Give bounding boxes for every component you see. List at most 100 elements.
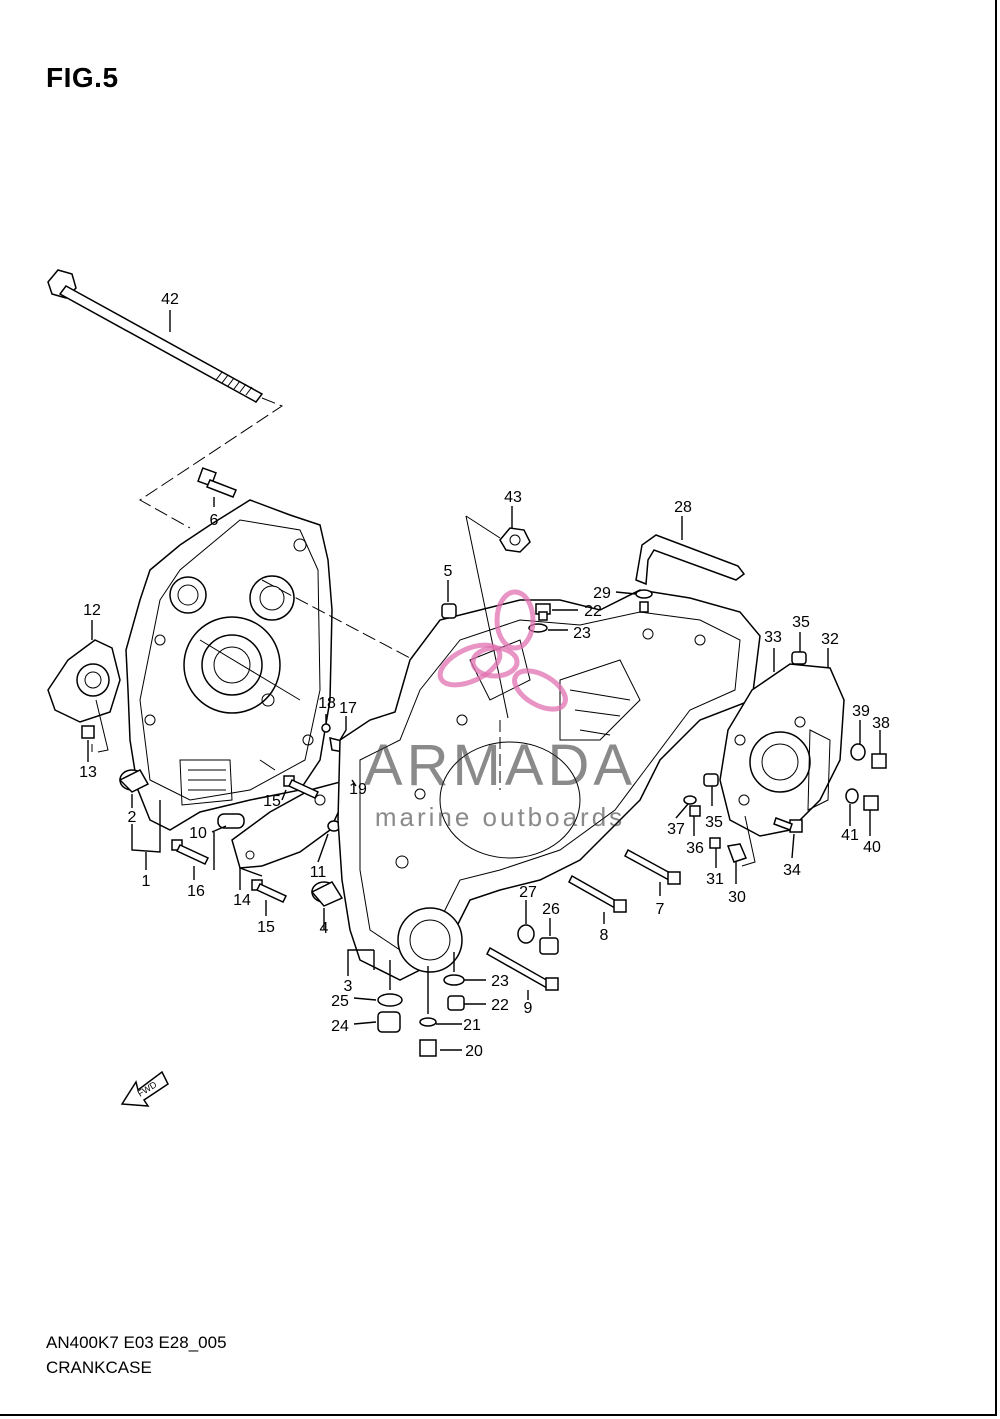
part-22-plug-lower bbox=[447, 995, 465, 1011]
callout-11: 11 bbox=[310, 864, 327, 881]
part-26-plug bbox=[539, 937, 559, 955]
callout-3: 3 bbox=[344, 978, 353, 995]
part-10-oring bbox=[217, 813, 245, 829]
callout-23-lower: 23 bbox=[491, 973, 509, 990]
callout-19: 19 bbox=[349, 781, 367, 798]
watermark-brand: ARMADA bbox=[364, 733, 636, 798]
callout-4: 4 bbox=[320, 920, 329, 937]
watermark-tagline: marine outboards bbox=[375, 802, 625, 832]
part-37-clip bbox=[683, 795, 697, 805]
part-39-washer bbox=[850, 743, 866, 761]
callout-24: 24 bbox=[331, 1018, 349, 1035]
part-20-bolt bbox=[419, 1039, 437, 1057]
callout-23-upper: 23 bbox=[573, 625, 591, 642]
part-43-nut bbox=[499, 527, 531, 553]
part-40-plug bbox=[863, 795, 879, 811]
callout-31: 31 bbox=[706, 871, 724, 888]
callout-40: 40 bbox=[863, 839, 881, 856]
part-14-plate bbox=[231, 781, 345, 869]
part-6-bolt bbox=[197, 467, 237, 498]
part-24-plug bbox=[377, 1011, 401, 1033]
part-4-dowel bbox=[310, 881, 344, 907]
part-35-dowel-upper bbox=[791, 651, 807, 665]
callout-30: 30 bbox=[728, 889, 746, 906]
part-29-clamp bbox=[635, 589, 653, 613]
callout-22-upper: 22 bbox=[584, 603, 602, 620]
model-code: AN400K7 E03 E28_005 bbox=[46, 1333, 227, 1352]
part-21-washer bbox=[419, 1017, 437, 1027]
callout-22-lower: 22 bbox=[491, 997, 509, 1014]
part-23-washer-lower bbox=[443, 974, 465, 986]
watermark-logo-icon bbox=[437, 589, 568, 712]
callout-38: 38 bbox=[872, 715, 890, 732]
part-25-oring bbox=[377, 993, 403, 1007]
figure-caption: CRANKCASE bbox=[46, 1358, 152, 1377]
callout-34: 34 bbox=[783, 862, 801, 879]
callout-6: 6 bbox=[210, 512, 219, 529]
fwd-arrow-icon: FWD bbox=[120, 1070, 169, 1107]
callout-17: 17 bbox=[339, 700, 357, 717]
part-42-long-bolt bbox=[47, 269, 264, 403]
part-12-cover bbox=[47, 639, 121, 723]
callout-43: 43 bbox=[504, 489, 522, 506]
callout-41: 41 bbox=[841, 827, 859, 844]
callout-39: 39 bbox=[852, 703, 870, 720]
part-28-breather-hose bbox=[635, 534, 746, 586]
callout-14: 14 bbox=[233, 892, 251, 909]
figure-title: FIG.5 bbox=[46, 62, 119, 93]
callout-15-lower: 15 bbox=[257, 919, 275, 936]
part-15-bolt-lower bbox=[251, 879, 288, 903]
callout-9: 9 bbox=[524, 1000, 533, 1017]
part-16-bolt bbox=[171, 839, 210, 865]
callout-32: 32 bbox=[821, 631, 839, 648]
watermark: ARMADA marine outboards bbox=[364, 589, 636, 832]
callout-27: 27 bbox=[519, 884, 537, 901]
part-22-plug-upper bbox=[535, 603, 551, 621]
part-35-dowel-lower bbox=[703, 773, 719, 787]
part-33-cover bbox=[719, 663, 845, 837]
callout-8: 8 bbox=[600, 927, 609, 944]
callout-13: 13 bbox=[79, 764, 97, 781]
callout-20: 20 bbox=[465, 1043, 483, 1060]
left-crankcase-half bbox=[125, 499, 333, 831]
callout-28: 28 bbox=[674, 499, 692, 516]
callout-16: 16 bbox=[187, 883, 205, 900]
part-8-bolt bbox=[568, 874, 627, 913]
right-crankcase-main bbox=[337, 589, 761, 981]
part-15-bolt-upper bbox=[283, 775, 320, 799]
callout-42: 42 bbox=[161, 291, 179, 308]
callout-26: 26 bbox=[542, 901, 560, 918]
part-5-dowel bbox=[441, 603, 457, 619]
callout-21: 21 bbox=[463, 1017, 481, 1034]
part-13-bolt bbox=[81, 725, 95, 739]
leader-lines bbox=[87, 310, 881, 1051]
callout-29: 29 bbox=[593, 585, 611, 602]
callout-37: 37 bbox=[667, 821, 685, 838]
callout-5: 5 bbox=[444, 563, 453, 580]
part-9-bolt bbox=[486, 946, 559, 991]
callout-33: 33 bbox=[764, 629, 782, 646]
part-34-bolt bbox=[773, 817, 803, 833]
part-38-bolt bbox=[871, 753, 887, 769]
callout-10: 10 bbox=[189, 825, 207, 842]
callout-25: 25 bbox=[331, 993, 349, 1010]
callout-36: 36 bbox=[686, 840, 704, 857]
callout-labels: 42 6 12 13 2 1 16 10 14 15 15 18 17 19 1… bbox=[79, 291, 890, 1060]
callout-12: 12 bbox=[83, 602, 101, 619]
part-30-bracket bbox=[726, 843, 748, 863]
callout-18: 18 bbox=[318, 695, 336, 712]
part-27-washer bbox=[517, 924, 535, 944]
part-18-washer bbox=[321, 723, 331, 733]
part-2-dowel bbox=[118, 769, 150, 793]
callout-35-upper: 35 bbox=[792, 614, 810, 631]
part-36-bolt bbox=[689, 805, 701, 817]
part-41-washer bbox=[845, 788, 859, 804]
part-31-bolt bbox=[709, 837, 721, 849]
callout-7: 7 bbox=[656, 901, 665, 918]
callout-2: 2 bbox=[128, 809, 137, 826]
callout-15-upper: 15 bbox=[263, 793, 281, 810]
part-7-bolt bbox=[624, 848, 681, 885]
callout-1: 1 bbox=[142, 873, 151, 890]
